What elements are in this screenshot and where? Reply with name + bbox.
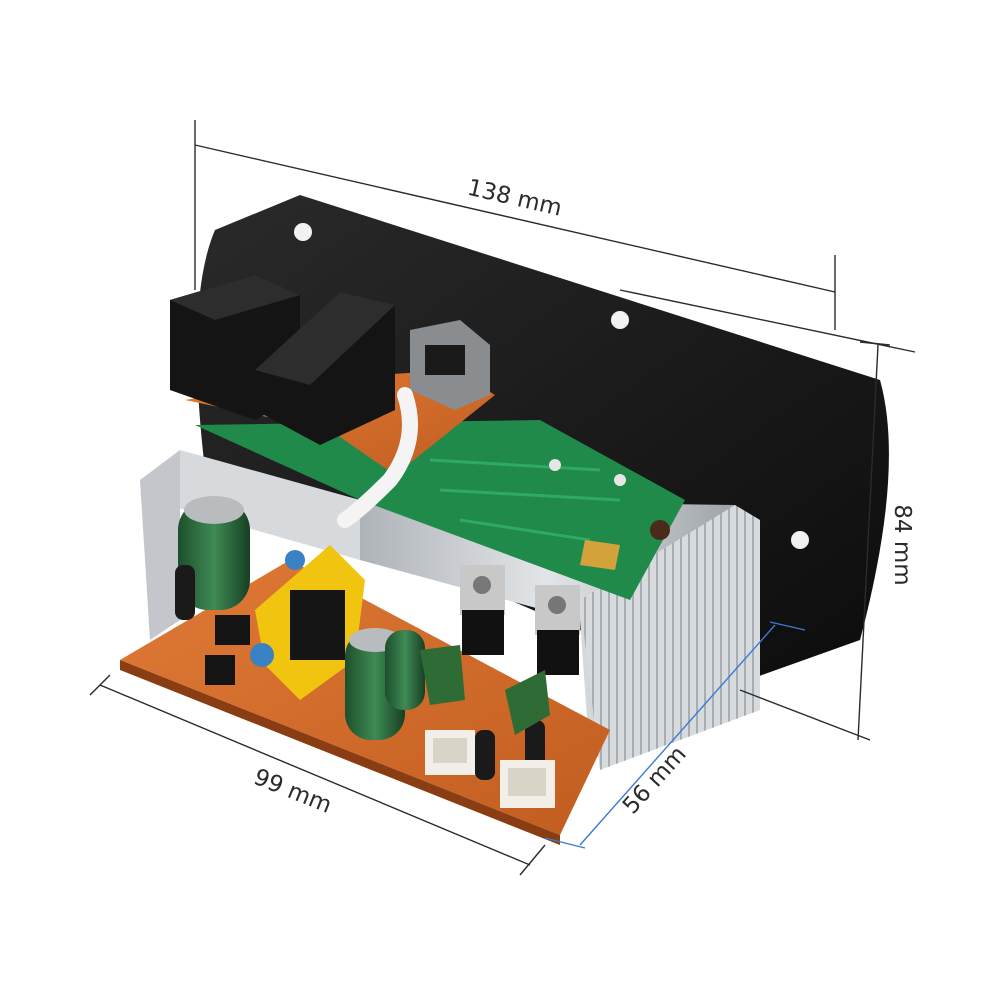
usb-port bbox=[410, 320, 490, 410]
main-amplifier-pcb bbox=[120, 496, 610, 845]
depth-label: 99 mm bbox=[250, 764, 335, 819]
board-height-dimension-line bbox=[579, 624, 776, 846]
power-transistor bbox=[535, 585, 580, 675]
small-capacitor bbox=[175, 565, 195, 620]
width-dimension-line bbox=[194, 144, 836, 293]
height-dimension-line bbox=[857, 344, 879, 741]
depth-dimension-line bbox=[99, 684, 531, 866]
transformer bbox=[255, 545, 365, 700]
film-capacitor bbox=[420, 645, 465, 705]
bridge-rectifier bbox=[205, 655, 235, 685]
ic-chip bbox=[215, 615, 250, 645]
mounting-hole bbox=[611, 311, 629, 329]
power-transistor bbox=[460, 565, 505, 655]
power-connector bbox=[500, 760, 555, 808]
bluetooth-module-pcb bbox=[195, 420, 685, 600]
mounting-hole bbox=[294, 223, 312, 241]
capacitor bbox=[385, 630, 425, 710]
film-capacitor bbox=[505, 670, 550, 735]
speaker-connector bbox=[425, 730, 475, 775]
height-label: 84 mm bbox=[889, 504, 915, 585]
small-capacitor bbox=[525, 720, 545, 770]
board-height-dimension-lines bbox=[544, 621, 806, 849]
dimension-lines bbox=[89, 120, 916, 876]
ceramic-capacitor bbox=[250, 643, 274, 667]
width-label: 138 mm bbox=[465, 175, 564, 222]
ceramic-capacitor bbox=[285, 550, 305, 570]
small-capacitor bbox=[475, 730, 495, 780]
white-ribbon-cable bbox=[337, 387, 418, 528]
mounting-hole bbox=[791, 531, 809, 549]
input-jack-right bbox=[255, 292, 395, 445]
capacitor bbox=[178, 496, 250, 610]
input-board bbox=[170, 275, 495, 528]
